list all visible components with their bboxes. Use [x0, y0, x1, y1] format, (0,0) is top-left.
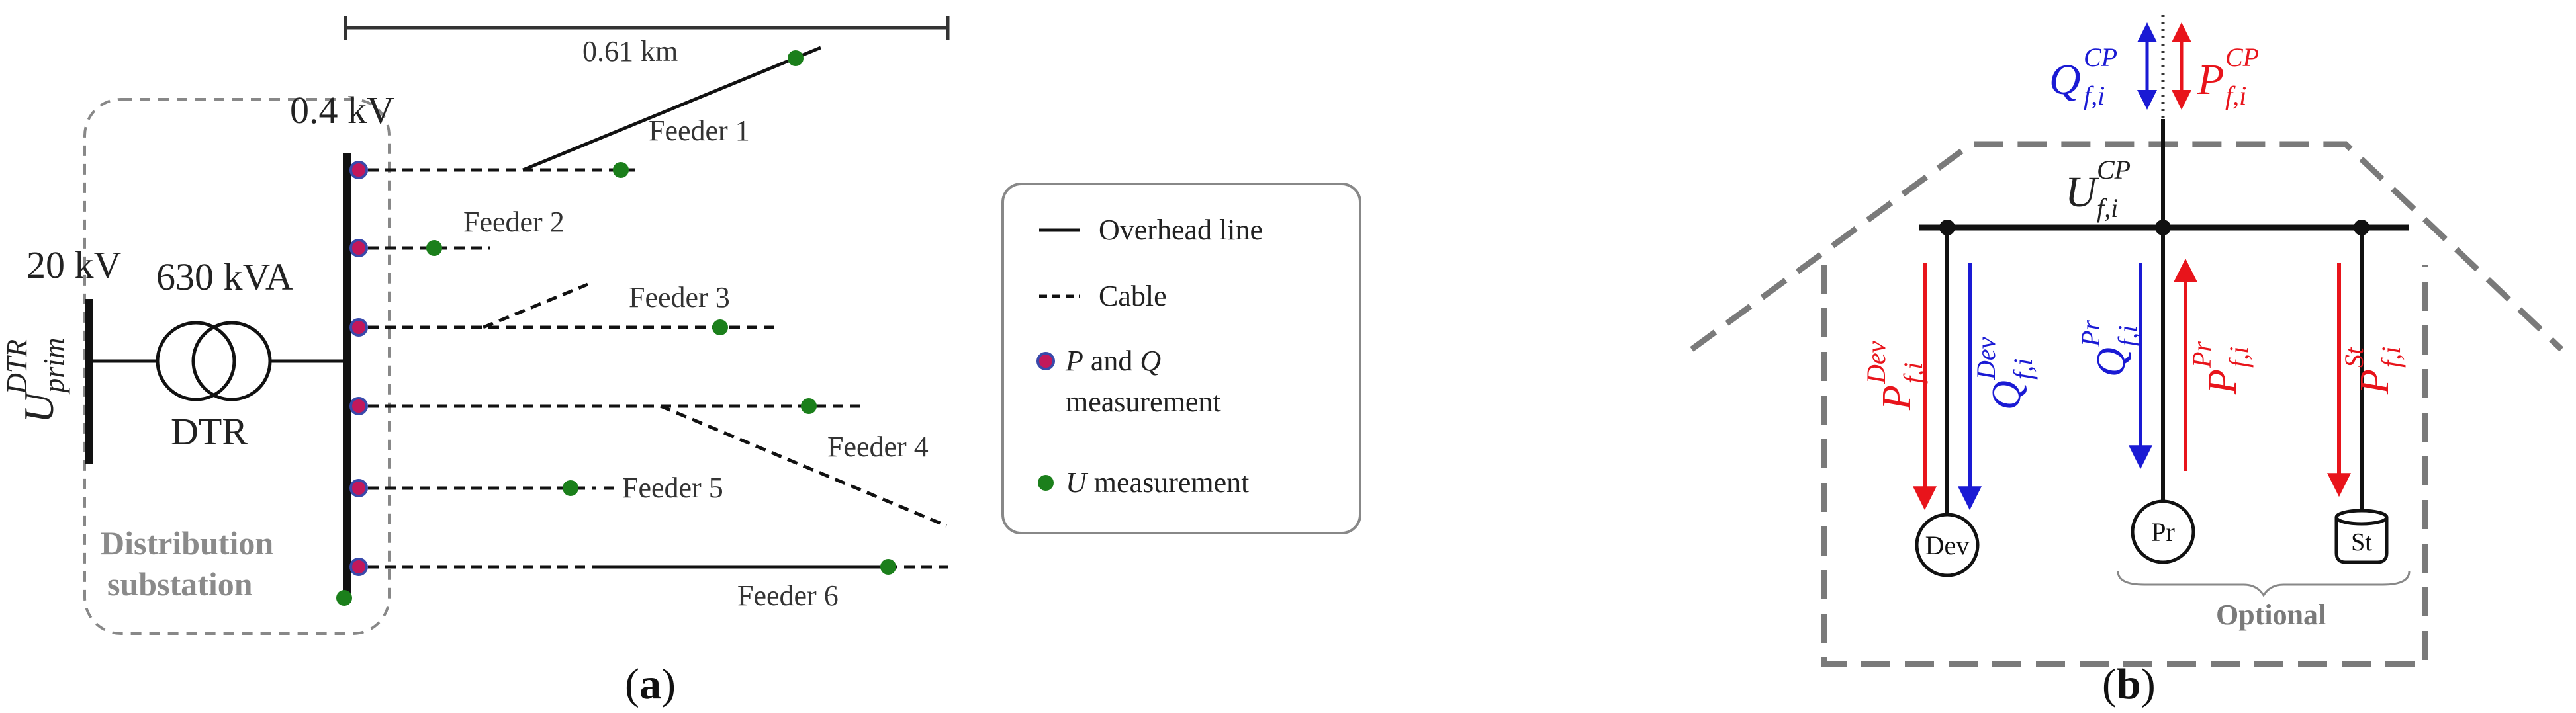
legend-u-label: U measurement [1066, 466, 1249, 499]
substation-label-line1: Distribution [101, 524, 273, 562]
svg-text:Dev: Dev [1861, 341, 1891, 384]
p-st-label: P St f,i [2339, 347, 2406, 395]
u-prim-label: Uprim DTR [1, 338, 70, 423]
feeder-3: Feeder 3 [349, 281, 781, 337]
p-dev-label: P Dev f,i [1861, 341, 1928, 411]
svg-text:P: P [2352, 369, 2397, 395]
svg-text:f,i: f,i [2376, 347, 2406, 368]
feeder-6-label: Feeder 6 [737, 579, 839, 612]
u-measurement-point [563, 480, 578, 496]
feeder-5-label: Feeder 5 [622, 472, 723, 504]
q-pr-label: Q Pr f,i [2076, 320, 2142, 377]
panel-a: 0.61 km 0.4 kV 20 kV Uprim DTR 630 kVA D… [1, 16, 1361, 708]
pr-source-label: Pr [2151, 517, 2175, 547]
lv-bus-voltage: 0.4 kV [290, 89, 394, 132]
optional-brace [2117, 571, 2411, 597]
legend-pq-label-line2: measurement [1066, 386, 1221, 418]
caption-b: (b) [2102, 660, 2156, 708]
pq-measurement-point [349, 239, 368, 257]
svg-text:Pr: Pr [2076, 320, 2105, 347]
pr-source-symbol [2131, 499, 2195, 564]
legend-box [1001, 183, 1361, 534]
feeder-3-label: Feeder 3 [629, 281, 730, 314]
svg-text:CP: CP [2084, 42, 2117, 72]
q-dev-label: Q Dev f,i [1971, 337, 2038, 410]
transformer-winding-secondary [191, 321, 272, 401]
u-measurement-point [336, 590, 352, 606]
pq-measurement-point [349, 161, 368, 179]
feeder-2-label: Feeder 2 [463, 206, 565, 238]
legend-u-swatch [1038, 475, 1054, 491]
svg-text:f,i: f,i [2097, 193, 2118, 223]
legend-overhead-label: Overhead line [1099, 214, 1263, 246]
svg-text:Dev: Dev [1971, 337, 2001, 380]
svg-text:f,i: f,i [2225, 81, 2246, 110]
svg-text:f,i: f,i [1898, 362, 1928, 384]
p-pr-label: P Pr f,i [2187, 341, 2254, 395]
dev-load-symbol [1915, 513, 1980, 577]
u-measurement-point [426, 240, 442, 256]
svg-text:Q: Q [1984, 380, 2029, 410]
feeder-4-label: Feeder 4 [827, 431, 929, 463]
feeder-4: Feeder 4 [349, 397, 947, 528]
svg-text:f,i: f,i [2084, 81, 2105, 110]
legend-pq-swatch [1036, 352, 1055, 370]
u-measurement-point [801, 398, 817, 414]
u-measurement-point [788, 50, 804, 66]
svg-text:DTR: DTR [1, 339, 33, 395]
feeder-1: Feeder 1 [349, 46, 821, 179]
svg-text:St: St [2339, 347, 2369, 368]
feeder-2: Feeder 2 [349, 206, 565, 257]
svg-text:CP: CP [2225, 42, 2259, 72]
house-roof [1690, 141, 2564, 352]
u-measurement-point [880, 559, 896, 575]
legend-cable-label: Cable [1099, 280, 1167, 312]
transformer-winding-primary [156, 321, 236, 401]
pq-measurement-point [349, 479, 368, 497]
pq-measurement-point [349, 318, 368, 337]
legend-pq-label: P and Q [1065, 345, 1161, 377]
feeder-1-label: Feeder 1 [649, 114, 750, 147]
transformer-rating: 630 kVA [156, 255, 293, 298]
svg-text:P: P [2200, 369, 2245, 395]
svg-text:P: P [1874, 385, 1919, 411]
substation-boundary [83, 98, 391, 635]
caption-a: (a) [625, 660, 676, 708]
legend: Overhead line Cable P and Q measurement … [1001, 183, 1361, 534]
panel-b: Q CP f,i P CP f,i U CP f,i Dev Pr St [1690, 15, 2564, 708]
u-measurement-point [613, 162, 629, 178]
pq-measurement-point [349, 558, 368, 576]
transformer-name: DTR [171, 410, 248, 453]
svg-text:Pr: Pr [2187, 341, 2217, 368]
pq-measurement-point [349, 397, 368, 415]
svg-text:Uprim: Uprim [15, 338, 70, 423]
st-storage-symbol: St [2334, 509, 2389, 564]
hv-bus-voltage: 20 kV [26, 243, 122, 286]
q-cp-label: Q [2049, 56, 2081, 104]
house-walls [1821, 265, 2428, 667]
optional-label: Optional [2216, 599, 2326, 631]
u-cp-label: U [2065, 168, 2099, 216]
substation-label-line2: substation [107, 566, 253, 603]
dev-load-label: Dev [1925, 530, 1970, 560]
svg-text:f,i: f,i [2224, 347, 2254, 368]
feeder-5: Feeder 5 [349, 472, 723, 504]
svg-text:f,i: f,i [2008, 358, 2038, 380]
svg-text:CP: CP [2097, 155, 2131, 185]
scale-label: 0.61 km [582, 35, 678, 67]
svg-text:f,i: f,i [2113, 325, 2142, 347]
svg-text:Q: Q [2089, 347, 2134, 377]
st-storage-label: St [2351, 528, 2372, 556]
feeder-6: Feeder 6 [349, 558, 948, 612]
u-measurement-point [712, 319, 728, 335]
p-cp-label: P [2197, 56, 2224, 104]
